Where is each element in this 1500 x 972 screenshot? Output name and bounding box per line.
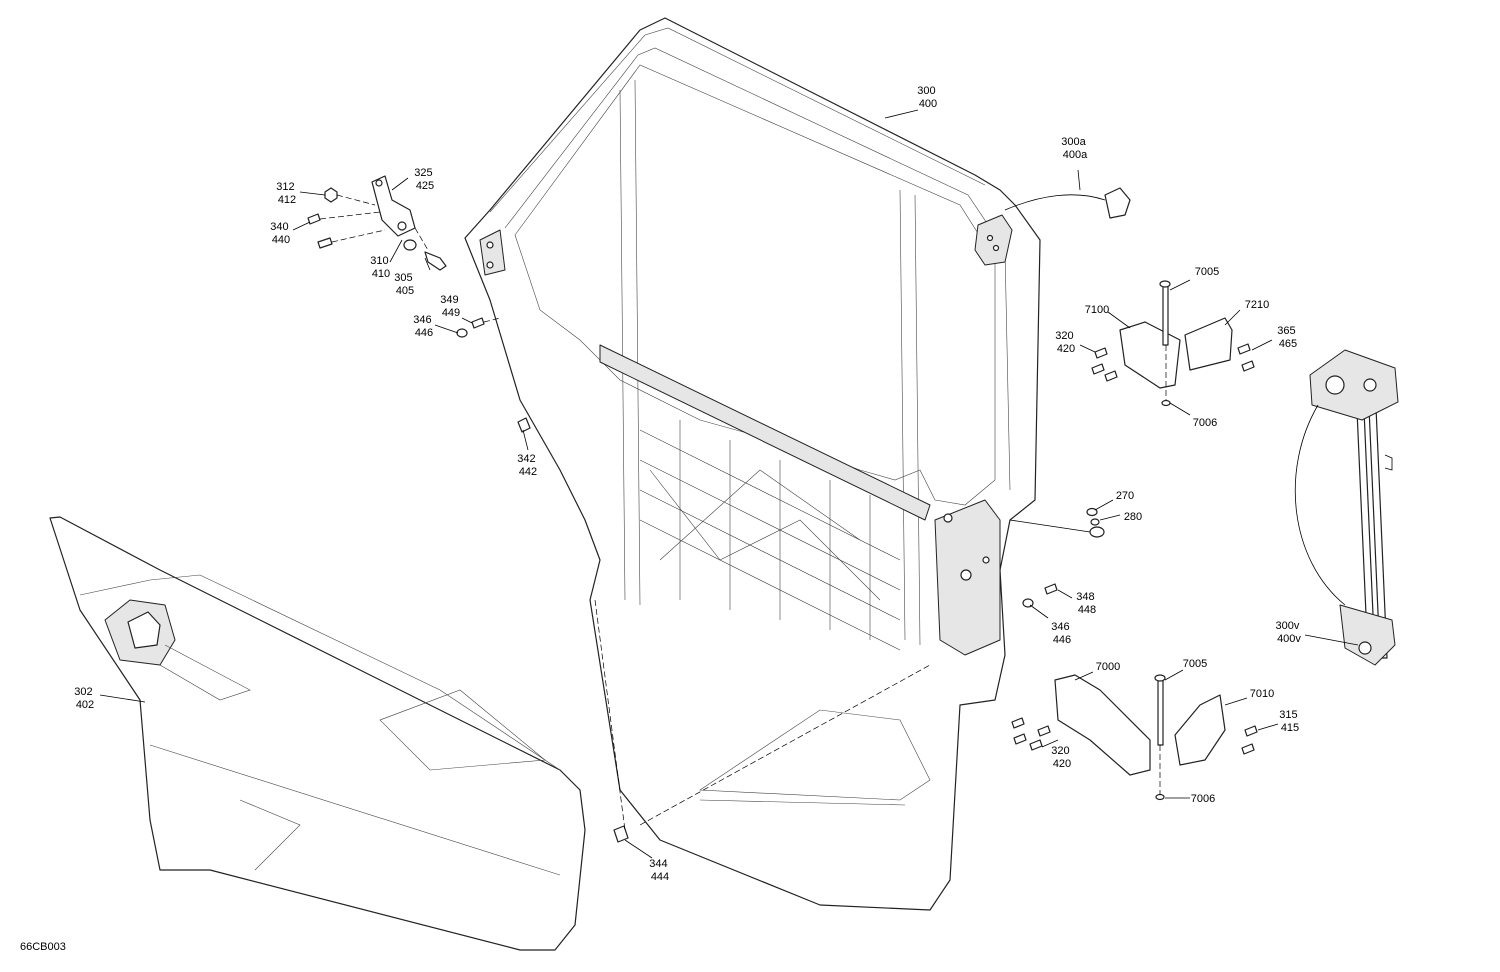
leader-lines — [99, 109, 1359, 859]
callout-325: 325 425 — [414, 167, 435, 192]
door-frame-assembly — [464, 17, 1041, 911]
screw-washer-right — [1022, 583, 1058, 608]
callout-320-upper: 320 420 — [1055, 330, 1076, 355]
assembly-line — [594, 599, 626, 831]
callout-310: 310 410 — [370, 255, 391, 280]
callout-346-right: 346 446 — [1051, 621, 1072, 646]
callout-280: 280 — [1124, 511, 1142, 523]
callout-344: 344 444 — [649, 858, 670, 883]
callout-7006-lower: 7006 — [1191, 793, 1215, 805]
callout-312: 312 412 — [276, 181, 297, 206]
assembly-line — [639, 664, 931, 826]
inner-door-panel — [49, 516, 586, 951]
callout-315: 315 415 — [1279, 709, 1300, 734]
callout-7006-upper: 7006 — [1193, 417, 1217, 429]
window-regulator — [1294, 349, 1399, 666]
callout-365: 365 465 — [1277, 325, 1298, 350]
callout-349: 349 449 — [440, 294, 461, 319]
callout-342: 342 442 — [517, 453, 538, 478]
clip-lower — [613, 825, 629, 843]
callout-labels: 300 400 300a 400a 325 425 312 412 340 44… — [20, 85, 1303, 953]
callout-270: 270 — [1116, 490, 1134, 502]
callout-7005-upper: 7005 — [1195, 266, 1219, 278]
callout-346-left: 346 446 — [413, 314, 434, 339]
wire-harness-connector — [1004, 187, 1131, 219]
callout-340: 340 440 — [270, 221, 291, 246]
callout-7100: 7100 — [1085, 304, 1109, 316]
callout-7210: 7210 — [1245, 299, 1269, 311]
callout-305: 305 405 — [394, 272, 415, 297]
callout-348: 348 448 — [1076, 591, 1097, 616]
callout-320-lower: 320 420 — [1051, 745, 1072, 770]
callout-7010: 7010 — [1250, 688, 1274, 700]
callout-300a: 300a 400a — [1061, 136, 1089, 161]
upper-hinge-assembly — [1091, 280, 1255, 407]
callout-7000: 7000 — [1096, 661, 1120, 673]
drawing-code: 66CB003 — [20, 941, 66, 953]
lower-hinge-assembly — [1011, 674, 1258, 801]
callout-302: 302 402 — [74, 686, 95, 711]
callout-300v: 300v 400v — [1276, 620, 1303, 645]
callout-300: 300 400 — [917, 85, 938, 110]
grommet-wire — [1009, 507, 1105, 538]
callout-7005-lower: 7005 — [1183, 658, 1207, 670]
